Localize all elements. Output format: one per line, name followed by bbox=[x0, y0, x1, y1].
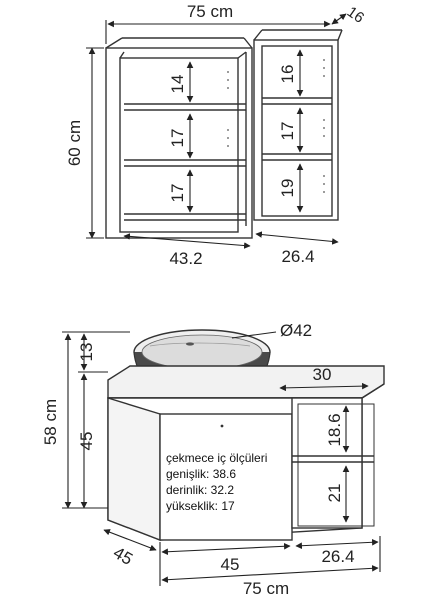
wall-depth-label: 16 bbox=[344, 3, 367, 26]
upper-shelf-height-label: 18.6 bbox=[325, 413, 344, 446]
sink-diameter-dim bbox=[231, 331, 277, 339]
left-shelf-1-label: 14 bbox=[168, 75, 187, 94]
top-depth-label: 30 bbox=[313, 365, 332, 384]
right-shelf-3-label: 19 bbox=[278, 179, 297, 198]
lower-shelf-height-label: 21 bbox=[325, 484, 344, 503]
door-knob bbox=[220, 424, 224, 428]
wall-height-dim bbox=[86, 47, 104, 239]
wall-depth-dim bbox=[331, 13, 347, 25]
drawer-note-height: yükseklik: 17 bbox=[166, 499, 235, 513]
left-shelf-2-label: 17 bbox=[168, 129, 187, 148]
shelf-pin-holes bbox=[227, 59, 325, 193]
wall-right-width-label: 26.4 bbox=[281, 247, 314, 266]
shelf-width-label: 26.4 bbox=[321, 547, 354, 566]
sink-height-label: 13 bbox=[77, 343, 96, 362]
drawer-note-width: genişlik: 38.6 bbox=[166, 467, 236, 481]
base-bottom-width-dims bbox=[159, 536, 381, 586]
top-depth-dim bbox=[279, 382, 369, 392]
base-depth-dim bbox=[103, 529, 157, 551]
wall-bottom-width-dims bbox=[123, 231, 339, 249]
base-depth-label: 45 bbox=[110, 543, 136, 569]
wall-total-width-dim bbox=[105, 20, 331, 44]
base-total-height-dim bbox=[62, 331, 130, 509]
base-total-height-label: 58 cm bbox=[41, 399, 60, 445]
sink-diameter-label: Ø42 bbox=[280, 321, 312, 340]
right-shelf-1-label: 16 bbox=[278, 65, 297, 84]
right-shelf-2-label: 17 bbox=[278, 122, 297, 141]
drawer-note-title: çekmece iç ölçüleri bbox=[166, 451, 267, 465]
wall-cabinet bbox=[105, 29, 343, 239]
left-shelf-3-label: 17 bbox=[168, 184, 187, 203]
wall-total-width-label: 75 cm bbox=[187, 2, 233, 21]
base-total-width-label: 75 cm bbox=[243, 579, 289, 598]
drawer-note: çekmece iç ölçüleri genişlik: 38.6 derin… bbox=[166, 451, 267, 513]
door-width-label: 45 bbox=[221, 555, 240, 574]
drawer-note-depth: derinlik: 32.2 bbox=[166, 483, 234, 497]
body-height-label: 45 bbox=[77, 432, 96, 451]
wall-left-width-label: 43.2 bbox=[169, 249, 202, 268]
wall-height-label: 60 cm bbox=[65, 120, 84, 166]
